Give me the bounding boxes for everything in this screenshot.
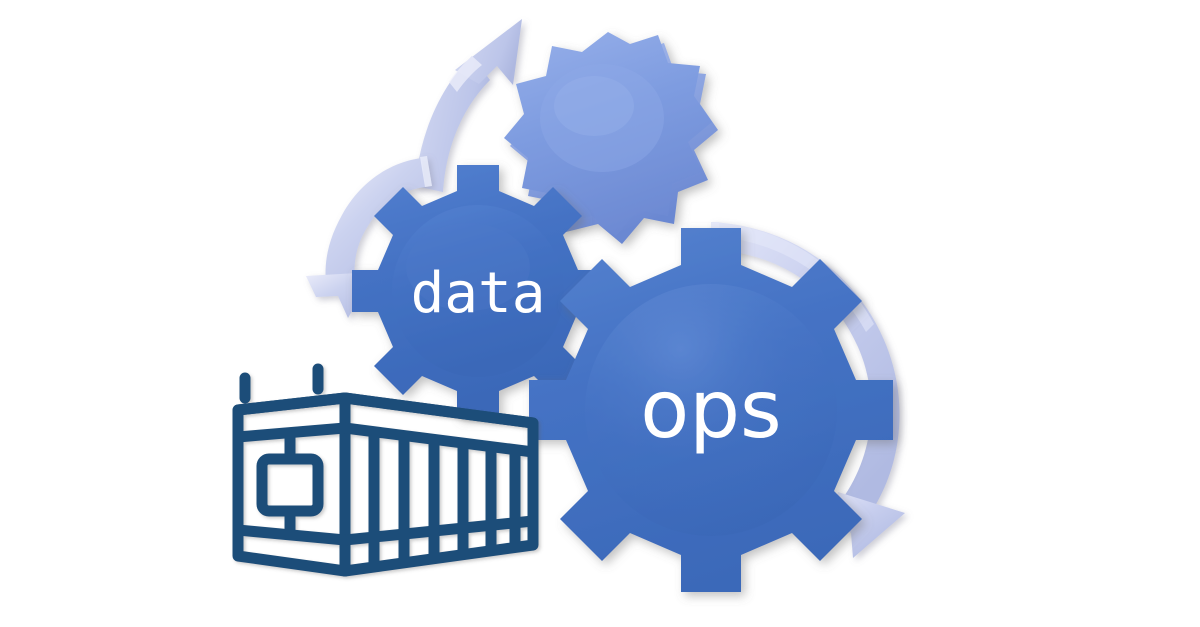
ops-gear-label: ops xyxy=(640,363,781,456)
light-blue-gear-icon xyxy=(504,32,718,244)
data-gear-icon: data xyxy=(352,165,604,417)
ops-gear-icon: ops xyxy=(529,228,893,592)
curved-arrow-up-icon xyxy=(415,19,522,192)
data-gear-label: data xyxy=(411,261,546,326)
shipping-container-icon xyxy=(232,363,539,577)
